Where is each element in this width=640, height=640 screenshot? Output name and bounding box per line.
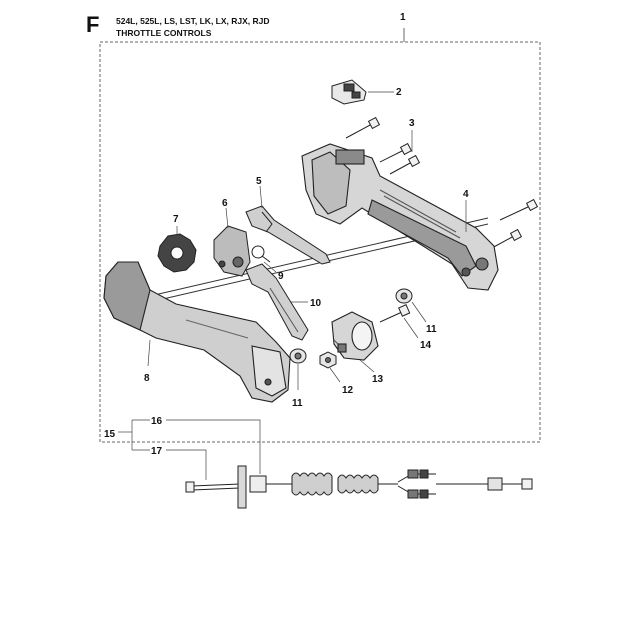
part-7-gear (157, 233, 197, 273)
callout-11-upper: 11 (426, 324, 437, 335)
part-12-nut (319, 351, 337, 369)
callout-17: 17 (151, 446, 163, 457)
callout-11-lower: 11 (292, 398, 303, 409)
callout-15: 15 (104, 429, 116, 440)
callout-5: 5 (256, 176, 262, 187)
assembly-boundary (99, 41, 541, 443)
leader-5 (259, 185, 263, 209)
leader-12 (329, 367, 341, 383)
callout-9: 9 (278, 271, 284, 282)
part-2-clip (331, 79, 367, 105)
callout-2: 2 (396, 87, 402, 98)
cable-leaders (118, 419, 261, 480)
part-14-screw (379, 304, 411, 323)
part-11-bushings (289, 288, 413, 364)
leader-14 (403, 317, 419, 339)
part-8-grip (103, 261, 291, 403)
throttle-cable (185, 465, 533, 509)
callout-3: 3 (409, 118, 415, 129)
leader-11-upper (411, 301, 427, 323)
part-9-spring (251, 245, 271, 263)
section-letter: F (86, 12, 100, 37)
model-list: 524L, 525L, LS, LST, LK, LX, RJX, RJD (116, 16, 270, 26)
callout-16: 16 (151, 416, 163, 427)
leader-9 (263, 261, 277, 273)
callout-6: 6 (222, 198, 228, 209)
callout-8: 8 (144, 373, 150, 384)
leader-6 (225, 207, 229, 229)
part-10-link (245, 263, 309, 341)
part-13-switch (331, 311, 379, 361)
leader-13 (359, 359, 375, 373)
part-5-trigger (245, 205, 331, 265)
callout-14: 14 (420, 340, 432, 351)
leader-8 (147, 339, 151, 367)
diagram-title: THROTTLE CONTROLS (116, 28, 212, 38)
callout-1: 1 (400, 12, 406, 23)
part-6-lever (213, 225, 251, 277)
callout-13: 13 (372, 374, 384, 385)
callout-10: 10 (310, 298, 322, 309)
part-4-handle-housing (301, 143, 499, 291)
callout-4: 4 (463, 189, 469, 200)
part-3-screws (345, 116, 539, 249)
callout-12: 12 (342, 385, 354, 396)
callout-7: 7 (173, 214, 179, 225)
